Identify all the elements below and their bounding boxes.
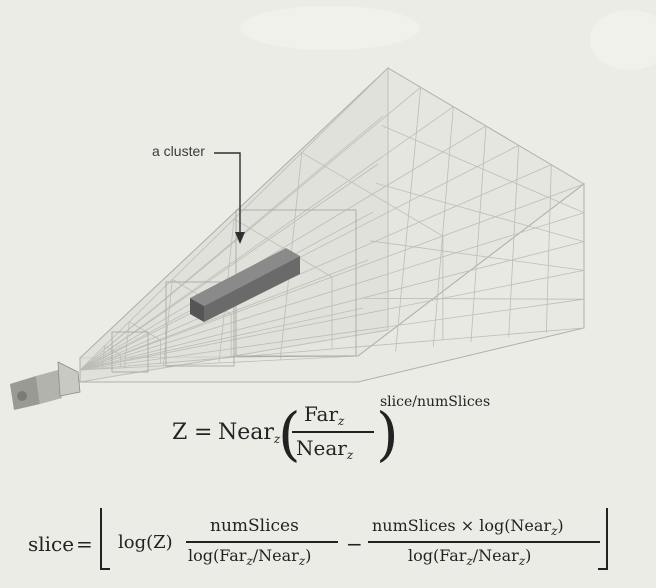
grid-far-horizontal (381, 125, 585, 214)
eq1-den-sub: z (346, 448, 354, 462)
eq2-minus: − (346, 532, 363, 556)
eq2-frac2-num-post: ) (557, 516, 564, 535)
eq2-frac1-den-post: ) (305, 546, 312, 565)
grid-far-vertical (545, 164, 552, 333)
grid-far-horizontal (369, 240, 585, 271)
eq2-frac1-den-mid: /Near (252, 546, 299, 565)
grid-slice (104, 345, 121, 356)
eq2-frac1-num: numSlices (210, 516, 299, 536)
grid-slice (124, 321, 130, 368)
frustum-back-face (79, 66, 389, 383)
eq1-num-main: Far (304, 402, 339, 426)
eq1-equals: = (194, 420, 213, 445)
camera-side (36, 370, 62, 404)
eq2-frac1-den-sub2: z (298, 554, 306, 568)
annotation-arrow (214, 152, 245, 244)
eq1-coef-main: Near (218, 420, 274, 445)
slice-equation: slice = log(Z) numSlices log(Farz/Nearz)… (28, 504, 628, 580)
eq2-rfloor-foot (598, 568, 608, 570)
cluster-top (190, 248, 300, 306)
grid-far-vertical (395, 87, 422, 352)
eq2-rfloor-bar (606, 508, 608, 570)
eq2-lfloor-foot (100, 568, 110, 570)
eq2-frac2-den-sub1: z (466, 554, 473, 568)
eq1-coef-sub: z (273, 432, 281, 446)
eq2-frac1-den: log(Farz/Nearz) (188, 546, 311, 568)
eq2-frac2-num-sub: z (551, 524, 558, 538)
eq2-lhs: slice (28, 532, 75, 556)
grid-far-vertical (508, 145, 520, 338)
eq1-frac-bar (292, 431, 374, 433)
grid-far-horizontal (375, 182, 585, 242)
eq2-frac2-den-mid: /Near (472, 546, 519, 565)
eq2-frac2-den-pre: log(Far (408, 546, 467, 565)
eq2-frac1-den-sub1: z (246, 554, 253, 568)
eq1-num: Farz (304, 402, 344, 428)
cluster-front (204, 256, 300, 322)
eq2-frac2-den-sub2: z (518, 554, 526, 568)
grid-slice (301, 152, 444, 237)
depth-equation: Z = Nearz ( Farz Nearz ) slice/numSlices (172, 394, 512, 478)
eq2-equals: = (76, 532, 93, 556)
eq2-frac1-den-pre: log(Far (188, 546, 247, 565)
eq2-frac2-num-pre: numSlices × log(Near (372, 516, 552, 535)
slice-frame (165, 281, 235, 367)
eq2-frac2-den: log(Farz/Nearz) (408, 546, 531, 568)
eq1-coef: Nearz (218, 420, 280, 446)
eq1-num-sub: z (338, 414, 345, 428)
grid-slice (233, 218, 333, 278)
camera-lens (57, 361, 81, 397)
eq2-lfloor-bar (100, 508, 102, 570)
eq2-frac2-bar (368, 541, 600, 543)
cluster-block (190, 248, 300, 322)
eq1-lparen: ( (278, 400, 301, 468)
grid-slice (101, 345, 106, 369)
eq1-exponent: slice/numSlices (380, 394, 491, 410)
frustum-faces (78, 66, 585, 383)
leader-line (214, 152, 241, 232)
eq1-den-main: Near (296, 436, 347, 460)
grid-far-vertical (432, 106, 454, 347)
grid-far-vertical (470, 125, 487, 343)
slice-frame (111, 331, 149, 373)
eq2-frac2-den-post: ) (525, 546, 532, 565)
eq2-frac2-num: numSlices × log(Nearz) (372, 516, 564, 538)
grid-slice (163, 279, 173, 366)
cluster-end (190, 298, 204, 322)
eq2-logz: log(Z) (118, 532, 173, 553)
camera-reel (17, 391, 27, 401)
bg-blob (590, 10, 656, 70)
camera-icon (10, 361, 81, 410)
eq1-den: Nearz (296, 436, 353, 462)
eq1-rparen: ) (376, 400, 399, 468)
grid-far-horizontal (363, 297, 585, 300)
arrow-head (235, 232, 245, 244)
cluster-label: a cluster (152, 143, 205, 159)
grid-slice (129, 321, 161, 341)
bg-blob (240, 6, 420, 50)
eq1-lhs: Z (172, 420, 188, 445)
eq2-frac1-bar (186, 541, 338, 543)
